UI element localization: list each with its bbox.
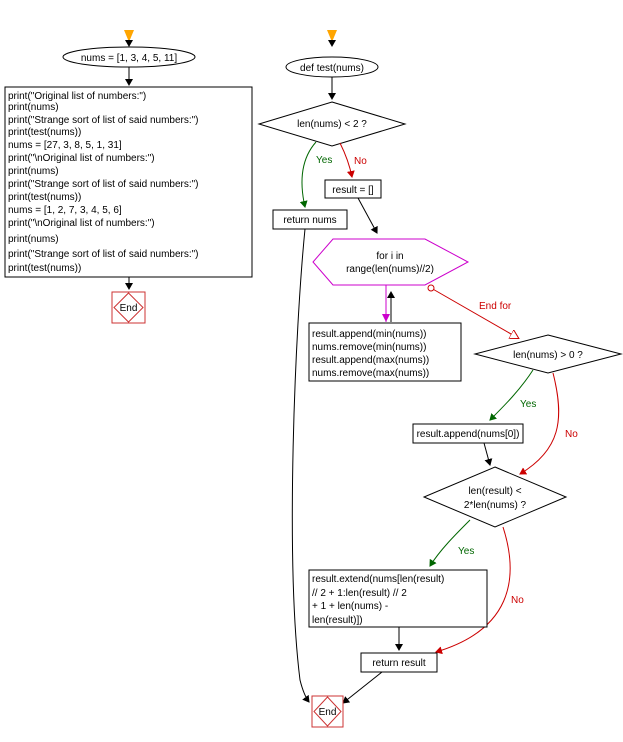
main-code-lines: print("Original list of numbers:") print… [8,91,199,274]
main-code-line: print(test(nums)) [8,127,81,138]
loop-down-arrow-icon [382,314,390,322]
func-start-marker-icon [327,30,337,42]
cond3-yes-label: Yes [458,546,474,557]
edge-cond2-no [519,372,560,475]
return-nums-box [272,209,348,230]
edge-return-nums-to-end [291,228,310,703]
main-end-label: End [120,303,138,314]
extend-box [308,569,488,628]
edge-cond2-yes [489,369,534,421]
main-code-line: print("\nOriginal list of numbers:") [8,153,155,164]
edge-return-result-to-end [342,671,383,704]
func-start-label: def test(nums) [300,63,364,74]
cond2-yes-label: Yes [520,399,536,410]
cond1-no-label: No [354,156,367,167]
edge-init-to-loop [357,197,378,234]
main-code-line: print(nums) [8,234,59,245]
main-code-line: print("Strange sort of list of said numb… [8,115,199,126]
cond2-no-label: No [565,429,578,440]
end-for-label: End for [479,301,512,312]
edge-cond1-yes [299,141,317,208]
cond1-yes-label: Yes [316,155,332,166]
init-result-box [324,179,382,199]
main-flow: nums = [1, 3, 4, 5, 11] print("Original … [4,30,253,324]
loop-body-line: result.append(min(nums)) [312,329,427,340]
edge-append-to-cond3 [483,442,493,466]
cond3-no-label: No [511,595,524,606]
cond3-diamond [422,466,568,528]
cond3-label-line1: len(result) < [468,486,521,497]
edge-cond1-no [339,142,355,178]
main-code-line: nums = [27, 3, 8, 5, 1, 31] [8,140,122,151]
loop-body-line: nums.remove(min(nums)) [312,342,426,353]
for-loop-hexagon [312,238,470,286]
main-start-marker-icon [124,30,134,42]
main-start-label: nums = [1, 3, 4, 5, 11] [81,53,177,64]
return-result-box [360,652,438,673]
extend-line: + 1 + len(nums) - [312,601,388,612]
main-code-line: print("Strange sort of list of said numb… [8,179,199,190]
extend-line: len(result)]) [312,615,363,626]
init-result-label: result = [] [332,185,374,196]
edge-cond3-no [435,526,511,655]
main-code-line: print("Strange sort of list of said numb… [8,249,199,260]
main-code-line: nums = [1, 2, 7, 3, 4, 5, 6] [8,205,122,216]
for-loop-label-line2: range(len(nums)//2) [346,264,434,275]
main-end-node: End [111,291,146,324]
cond1-diamond [257,101,407,147]
cond3-label-line2: 2*len(nums) ? [464,500,527,511]
function-flow: def test(nums) len(nums) < 2 ? Yes No re… [257,30,623,728]
main-code-line: print(nums) [8,166,59,177]
cond2-label: len(nums) > 0 ? [513,350,583,361]
main-code-line: print("\nOriginal list of numbers:") [8,218,155,229]
edge-cond3-yes [429,519,471,567]
main-code-line: print(test(nums)) [8,192,81,203]
edge-end-for [431,288,518,338]
return-nums-label: return nums [283,215,336,226]
main-code-line: print("Original list of numbers:") [8,91,146,102]
main-code-line: print(nums) [8,102,59,113]
return-result-label: return result [372,658,426,669]
for-loop-label-line1: for i in [376,251,403,262]
append-first-label: result.append(nums[0]) [417,429,520,440]
func-end-node: End [311,695,344,728]
append-first-box [412,423,524,444]
cond1-label: len(nums) < 2 ? [297,119,367,130]
main-code-block [4,86,253,278]
extend-line: result.extend(nums[len(result) [312,574,444,585]
cond2-diamond [473,334,623,374]
loop-body-line: result.append(max(nums)) [312,355,429,366]
loop-body-line: nums.remove(max(nums)) [312,368,429,379]
extend-line: // 2 + 1:len(result) // 2 [312,588,407,599]
main-code-line: print(test(nums)) [8,263,81,274]
func-end-label: End [319,707,337,718]
